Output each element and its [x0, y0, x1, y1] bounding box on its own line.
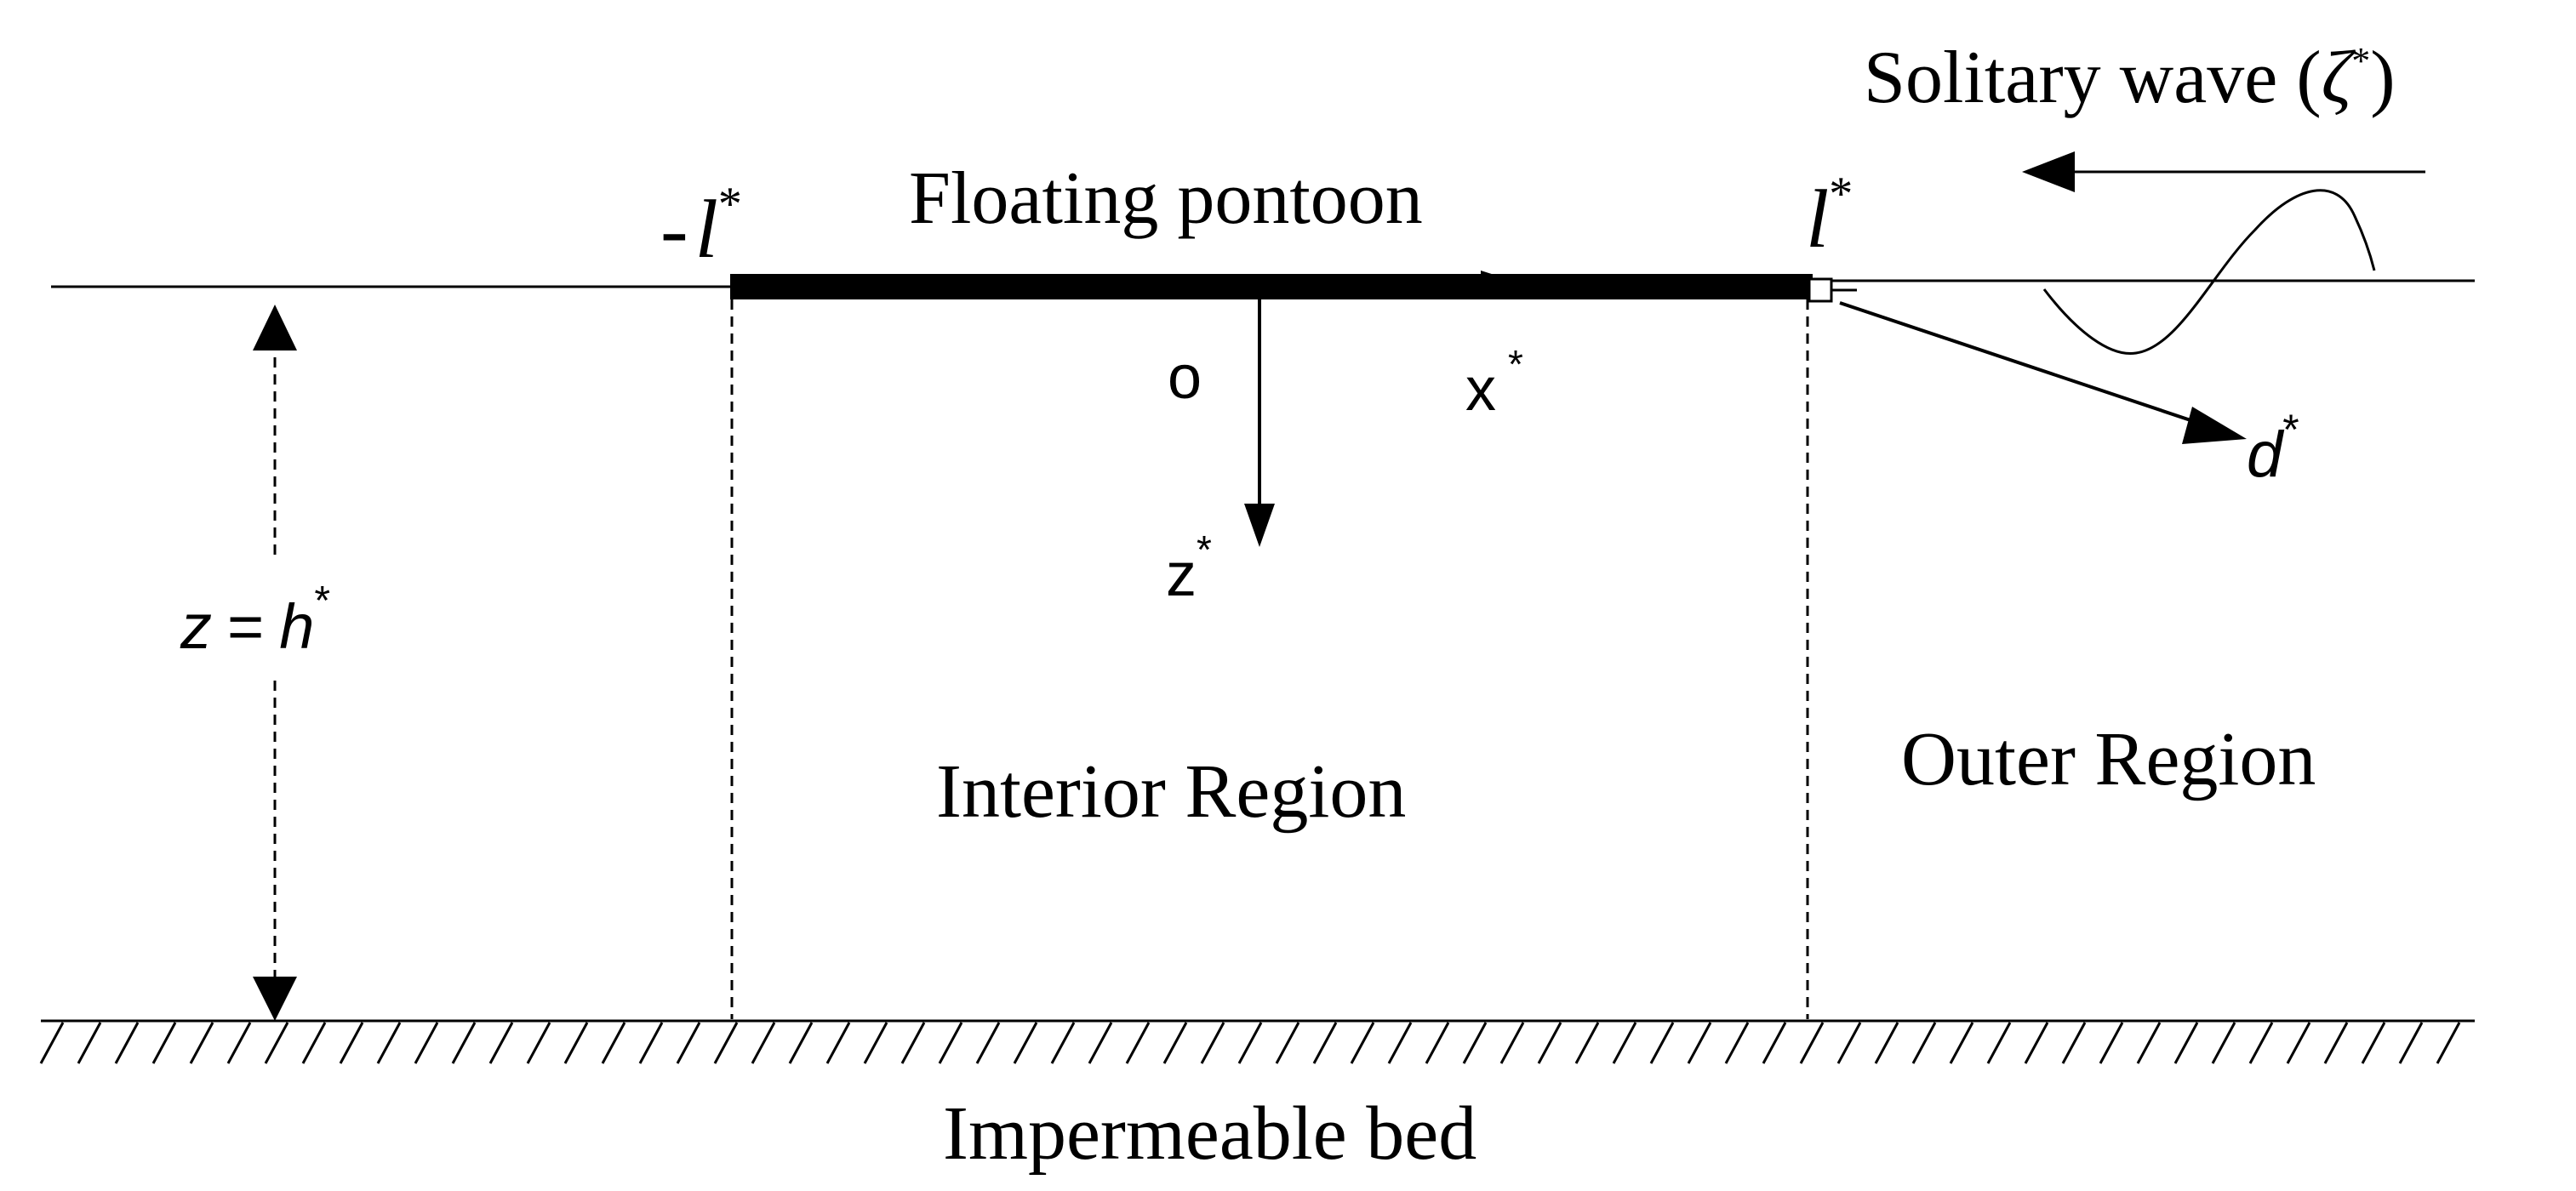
z-axis-arrowhead: [1244, 504, 1275, 547]
bed-hatch-stroke: [788, 1022, 814, 1064]
bed-hatch-stroke: [1237, 1022, 1263, 1064]
bed-hatch-stroke: [900, 1022, 926, 1064]
bed-hatch-stroke: [1949, 1022, 1974, 1064]
bed-hatch-stroke: [1350, 1022, 1375, 1064]
depth-label: z=h*: [180, 578, 330, 662]
wave-direction-arrowhead: [2022, 151, 2075, 192]
bed-hatch-stroke: [751, 1022, 776, 1064]
bed-hatch-stroke: [77, 1022, 102, 1064]
interior-region-label: Interior Region: [936, 749, 1406, 834]
bed-hatch-stroke: [2173, 1022, 2199, 1064]
left-end-label: -l*: [660, 178, 742, 276]
bed-hatch-stroke: [2323, 1022, 2349, 1064]
bed-hatch-stroke: [1986, 1022, 2012, 1064]
pontoon-direction-arrow: [1481, 271, 1513, 291]
bed-hatch-stroke: [1275, 1022, 1300, 1064]
bed-hatch-stroke: [1574, 1022, 1600, 1064]
bed-hatch-stroke: [526, 1022, 551, 1064]
bed-hatch-stroke: [1125, 1022, 1151, 1064]
bed-hatch-stroke: [825, 1022, 851, 1064]
bed-hatch-stroke: [1537, 1022, 1562, 1064]
x-axis-label: x*: [1465, 342, 1523, 424]
bed-hatch-stroke: [2136, 1022, 2162, 1064]
bed-hatch-stroke: [601, 1022, 626, 1064]
bed-hatch-stroke: [1462, 1022, 1488, 1064]
bed-hatch-stroke: [638, 1022, 664, 1064]
bed-hatch-stroke: [2286, 1022, 2311, 1064]
bed-hatch-stroke: [1162, 1022, 1188, 1064]
bed-hatch-stroke: [676, 1022, 701, 1064]
bed-hatch-stroke: [863, 1022, 888, 1064]
mooring-line: [1839, 301, 2207, 427]
bed-hatch-stroke: [414, 1022, 439, 1064]
bed-hatch-stroke: [1387, 1022, 1413, 1064]
pontoon-end-connector: [1808, 277, 1833, 303]
solitary-wave-label: Solitary wave (ζ*): [1864, 37, 2396, 119]
bed-hatch-stroke: [2211, 1022, 2236, 1064]
outer-region-label: Outer Region: [1901, 717, 2316, 801]
mooring-arrowhead: [2182, 407, 2247, 444]
bed-hatch-stroke: [1312, 1022, 1338, 1064]
bed-hatch-stroke: [114, 1022, 140, 1064]
bed-hatch-stroke: [2436, 1022, 2461, 1064]
bed-hatch-stroke: [2248, 1022, 2274, 1064]
depth-arrowhead-up: [253, 305, 297, 350]
bed-hatch-stroke: [339, 1022, 364, 1064]
bed-hatch-stroke: [713, 1022, 739, 1064]
bed-hatch-stroke: [451, 1022, 477, 1064]
bed-hatch-stroke: [1088, 1022, 1113, 1064]
bed-hatch-stroke: [2099, 1022, 2124, 1064]
bed-hatch-stroke: [1649, 1022, 1675, 1064]
bed-hatch-stroke: [264, 1022, 289, 1064]
bed-hatch-stroke: [1050, 1022, 1076, 1064]
bed-hatch-stroke: [2061, 1022, 2087, 1064]
bed-hatch-stroke: [1911, 1022, 1937, 1064]
right-end-label: l*: [1806, 168, 1853, 265]
bed-hatch-stroke: [1762, 1022, 1787, 1064]
origin-label: o: [1168, 344, 1202, 412]
bed-hatch-stroke: [1425, 1022, 1450, 1064]
impermeable-bed-label: Impermeable bed: [943, 1091, 1476, 1176]
solitary-wave-curve: [2042, 189, 2376, 356]
bed-hatch-stroke: [151, 1022, 177, 1064]
floating-pontoon-body: [730, 274, 1813, 299]
bed-hatch-stroke: [488, 1022, 514, 1064]
bed-hatch-stroke: [1499, 1022, 1525, 1064]
bed-hatch-stroke: [189, 1022, 214, 1064]
z-axis-label: z*: [1166, 527, 1212, 609]
mooring-d-label: d*: [2247, 406, 2299, 491]
bed-hatch-stroke: [1200, 1022, 1225, 1064]
depth-arrowhead-down: [253, 977, 297, 1021]
bed-hatch-stroke: [1874, 1022, 1899, 1064]
bed-hatching: [39, 1022, 2461, 1064]
bed-hatch-stroke: [2398, 1022, 2424, 1064]
bed-hatch-stroke: [1836, 1022, 1862, 1064]
bed-hatch-stroke: [938, 1022, 963, 1064]
floating-pontoon-label: Floating pontoon: [909, 157, 1423, 240]
bed-hatch-stroke: [975, 1022, 1001, 1064]
bed-hatch-stroke: [1013, 1022, 1038, 1064]
bed-hatch-stroke: [2361, 1022, 2386, 1064]
bed-hatch-stroke: [226, 1022, 252, 1064]
bed-hatch-stroke: [2024, 1022, 2049, 1064]
bed-hatch-stroke: [1799, 1022, 1825, 1064]
bed-hatch-stroke: [301, 1022, 327, 1064]
bed-hatch-stroke: [1687, 1022, 1712, 1064]
bed-hatch-stroke: [1724, 1022, 1750, 1064]
bed-hatch-stroke: [39, 1022, 65, 1064]
bed-hatch-stroke: [376, 1022, 402, 1064]
bed-hatch-stroke: [563, 1022, 589, 1064]
bed-hatch-stroke: [1612, 1022, 1637, 1064]
